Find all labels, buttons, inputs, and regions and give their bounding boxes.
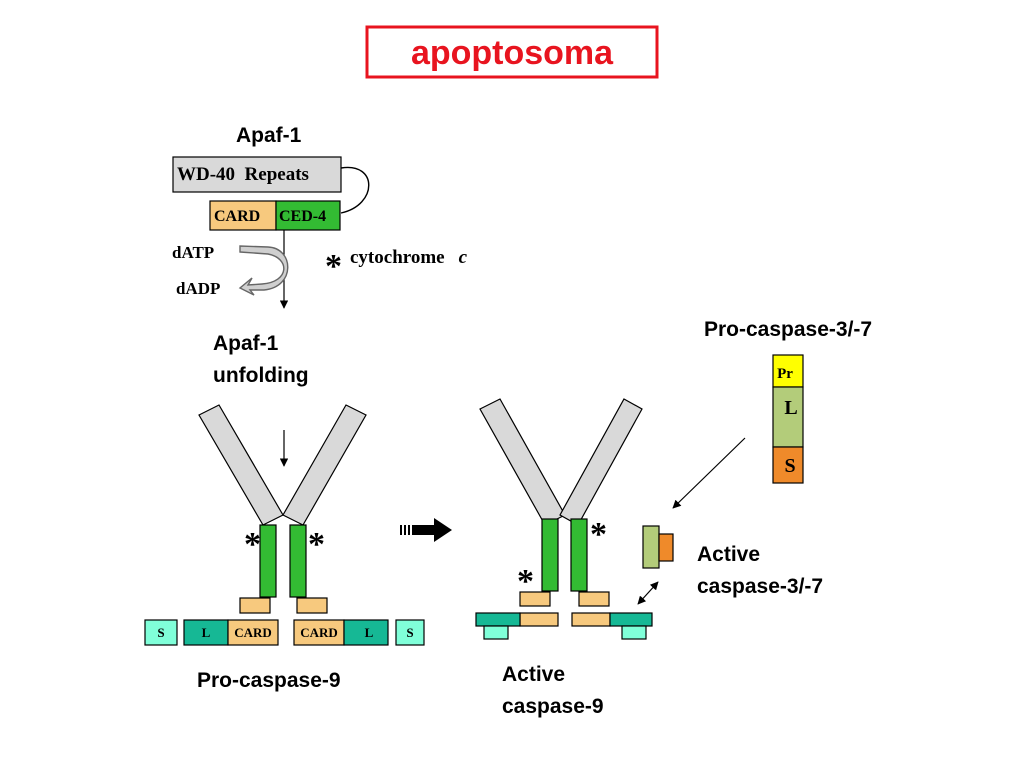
apaf1-right-arm — [282, 404, 367, 526]
apoptosome-asterisk-top: * — [590, 516, 607, 553]
cytochrome-asterisk: * — [325, 248, 342, 285]
ced4-left — [259, 524, 277, 598]
apoptosome-left-arm — [479, 398, 566, 526]
apoptosome-asterisk-bottom: * — [517, 563, 534, 600]
procasp9-s-right — [395, 619, 425, 646]
ced4-domain-label: CED-4 — [279, 208, 326, 225]
active-caspase37-line1: Active — [697, 543, 760, 566]
active-casp9-l-left — [475, 612, 521, 627]
activation-arrow — [672, 437, 746, 509]
procasp9-l-left — [183, 619, 229, 646]
active-casp9-s-left — [483, 625, 509, 640]
active-casp9-card-right — [571, 612, 611, 627]
dadp-label: dADP — [176, 279, 220, 298]
procasp37-pr-label: Pr — [777, 366, 793, 382]
asterisk-right: * — [308, 526, 325, 563]
apaf1-label: Apaf-1 — [236, 124, 302, 147]
procasp37-s-label: S — [784, 455, 795, 477]
procasp9-l-left-label: L — [202, 625, 211, 640]
apoptosome-ced4-left — [541, 518, 559, 592]
ced4-domain-box — [275, 200, 341, 231]
card-small-right — [296, 597, 328, 614]
active-casp9-card-left — [519, 612, 559, 627]
datp-label: dATP — [172, 243, 214, 262]
procasp9-card-right-label: CARD — [300, 625, 338, 640]
procasp9-s-right-label: S — [406, 625, 413, 640]
procasp37-s — [772, 446, 804, 484]
datp-to-dadp-arrow — [238, 245, 289, 296]
card-domain-box — [209, 200, 277, 231]
procasp37-l — [772, 386, 804, 448]
procasp9-s-left-label: S — [157, 625, 164, 640]
title-box — [365, 25, 659, 79]
wd40-repeats-box — [172, 156, 342, 193]
unfolding-label-line1: Apaf-1 — [213, 332, 279, 355]
wd40-repeats-label: WD-40 Repeats — [177, 164, 309, 185]
procasp37-l-label: L — [784, 397, 797, 419]
apoptosome-right-arm — [559, 398, 643, 526]
apoptosome-card-upper-right — [578, 591, 610, 607]
procasp9-card-right — [293, 619, 345, 646]
procaspase9-label: Pro-caspase-9 — [197, 669, 341, 692]
active-casp37-s — [658, 533, 674, 562]
procasp9-card-left — [227, 619, 279, 646]
procasp9-l-right-label: L — [365, 625, 374, 640]
procasp9-s-left — [144, 619, 178, 646]
procasp9-card-left-label: CARD — [234, 625, 272, 640]
ced4-right — [289, 524, 307, 598]
asterisk-left: * — [244, 526, 261, 563]
active-caspase37-line2: caspase-3/-7 — [697, 575, 823, 598]
active-caspase9-line2: caspase-9 — [502, 695, 604, 718]
procasp9-l-right — [343, 619, 389, 646]
transition-arrow — [400, 518, 452, 542]
apoptosome-card-upper-left — [519, 591, 551, 607]
card-domain-label: CARD — [214, 208, 260, 225]
card-small-left — [239, 597, 271, 614]
wd40-link-curve — [340, 166, 370, 214]
title: apoptosoma — [411, 34, 614, 72]
interaction-arrow — [637, 581, 659, 605]
apaf1-left-arm — [198, 404, 284, 526]
active-casp9-s-right — [621, 625, 647, 640]
apoptosome-ced4-right — [570, 518, 588, 592]
procaspase37-label: Pro-caspase-3/-7 — [704, 318, 872, 341]
procasp37-pr — [772, 354, 804, 388]
unfolding-label-line2: unfolding — [213, 364, 309, 387]
active-caspase9-line1: Active — [502, 663, 565, 686]
active-casp9-l-right — [609, 612, 653, 627]
active-casp37-l — [642, 525, 660, 569]
